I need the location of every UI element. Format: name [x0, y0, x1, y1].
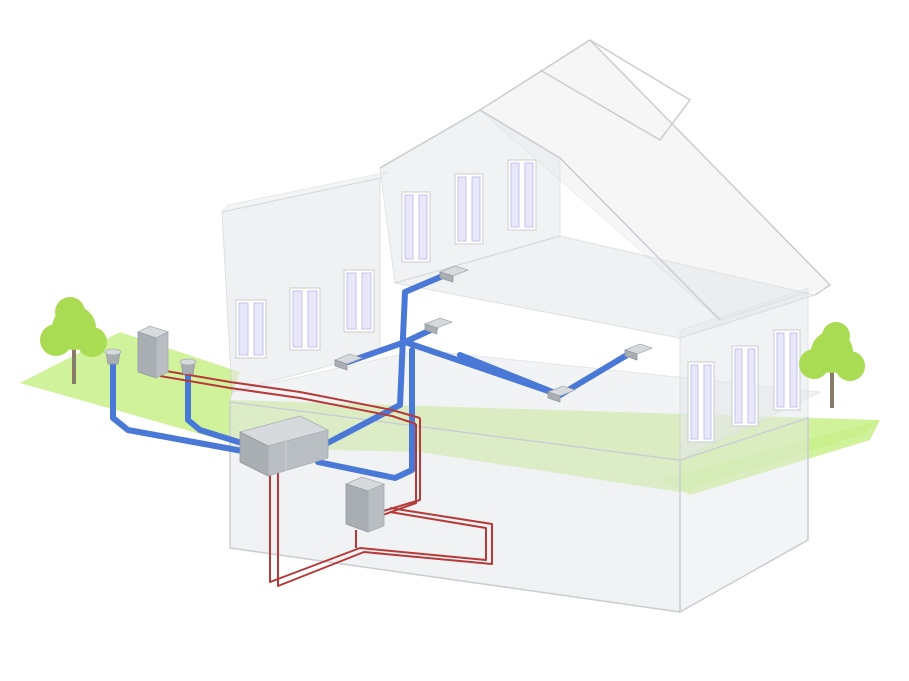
ceiling-vent-icon: [438, 265, 470, 283]
tree-icon: [40, 297, 107, 384]
window-pane: [510, 162, 520, 228]
outdoor-unit-icon: [136, 325, 170, 379]
window: [343, 269, 375, 333]
supply-duct-rise-upper: [315, 269, 455, 451]
window-pane: [747, 348, 756, 424]
pipe-outdoor-1: [159, 369, 421, 419]
pipe-floor-loop-1: [269, 448, 487, 583]
window-pane: [346, 272, 357, 330]
hrv-unit-icon: [238, 415, 330, 477]
roof-truss: [539, 39, 692, 141]
window: [235, 299, 267, 359]
window-pane: [471, 176, 481, 242]
intake-terminal-icon: [179, 358, 197, 375]
window: [401, 191, 431, 263]
window-pane: [418, 194, 428, 260]
window-pane: [789, 332, 798, 408]
tree-icon: [799, 322, 865, 408]
ceiling-vent-icon: [423, 317, 454, 335]
window-pane: [361, 272, 372, 330]
window: [289, 287, 321, 351]
intake-terminal-icon: [104, 348, 122, 365]
window: [454, 173, 484, 245]
window: [773, 329, 801, 411]
ceiling-vent-icon: [333, 353, 364, 371]
window-pane: [734, 348, 743, 424]
window-pane: [703, 364, 712, 440]
windows: [235, 159, 801, 443]
window-pane: [238, 302, 249, 356]
supply-duct-intake-left: [110, 357, 251, 455]
supply-duct-intake-right: [185, 369, 251, 448]
ceiling-vents: [333, 265, 654, 403]
window-pane: [292, 290, 303, 348]
ceiling-vent-icon: [546, 385, 577, 403]
pipe-floor-loop-2: [277, 448, 493, 587]
window: [687, 361, 715, 443]
window-pane: [690, 364, 699, 440]
window: [507, 159, 537, 231]
window-pane: [404, 194, 414, 260]
window-pane: [457, 176, 467, 242]
window: [731, 345, 759, 427]
window-pane: [253, 302, 264, 356]
window-pane: [524, 162, 534, 228]
ceiling-vent-icon: [623, 343, 654, 361]
lawn-right: [660, 420, 880, 495]
window-pane: [307, 290, 318, 348]
pipe-outdoor-2: [159, 375, 417, 425]
roof-ridge-inner: [479, 109, 721, 321]
supply-duct-lower-run: [315, 347, 415, 481]
window-pane: [776, 332, 785, 408]
supply-duct-front-branch: [457, 352, 563, 398]
boiler-unit-icon: [344, 476, 386, 533]
exhaust-pipes: [159, 369, 493, 587]
